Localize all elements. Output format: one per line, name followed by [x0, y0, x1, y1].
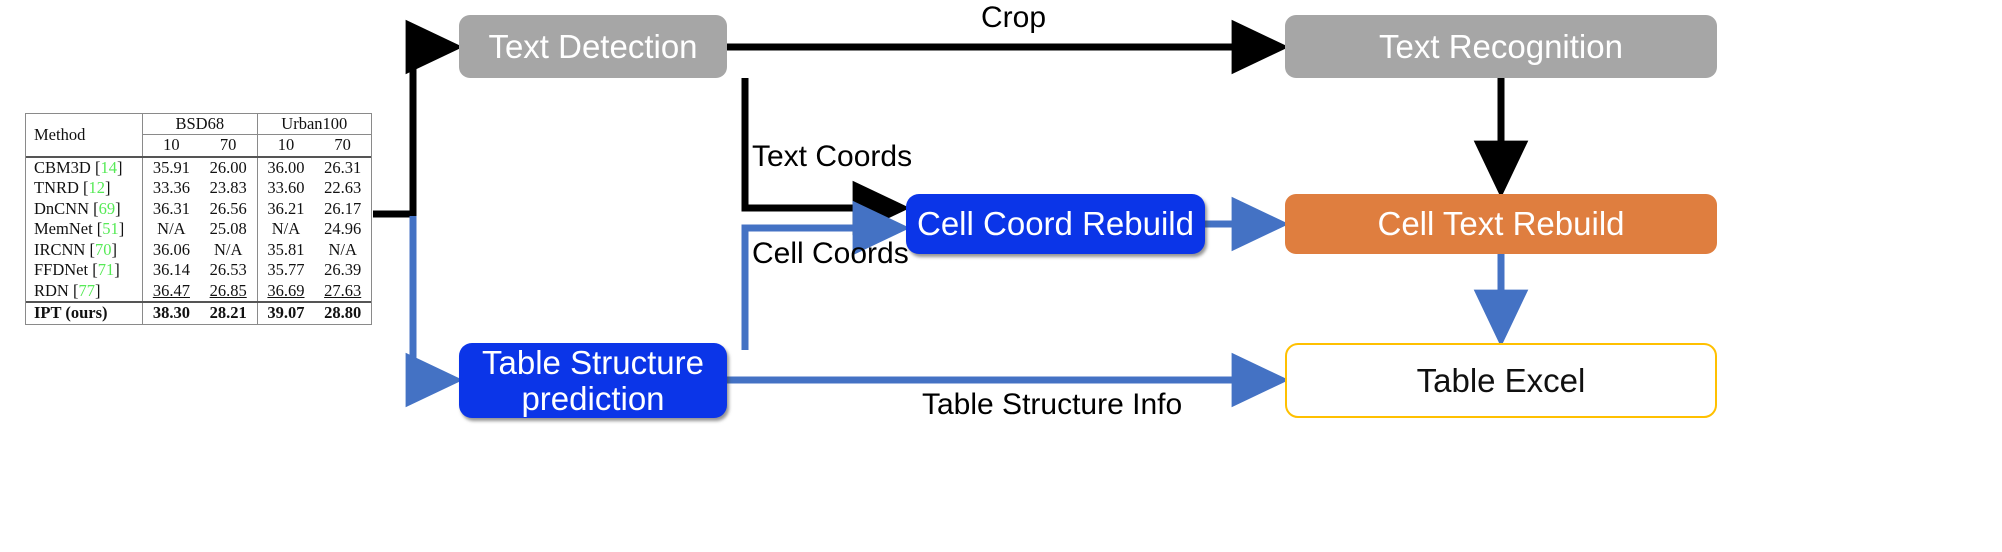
cell-value: 26.56: [199, 198, 258, 220]
cell-value: 22.63: [324, 178, 362, 198]
edge-cell-coords: [741, 200, 911, 350]
cell-method: RDN [77]: [26, 280, 143, 303]
reference-number: 51: [102, 219, 119, 239]
subheader-urban100-70: 70: [314, 134, 371, 158]
cell-value: 27.63: [324, 280, 362, 300]
header-method: Method: [26, 114, 143, 157]
method-name: FFDNet: [34, 260, 89, 280]
cell-value: 36.31: [152, 198, 190, 218]
reference-number: 69: [98, 198, 116, 218]
header-bsd68: BSD68: [142, 114, 258, 136]
method-name: CBM3D: [34, 157, 91, 177]
table-row: FFDNet [71] 36.14 26.53 35.77 26.39: [26, 260, 371, 281]
cell-value: 26.53: [199, 260, 258, 281]
edge-label-crop: Crop: [981, 1, 1047, 34]
table-row: TNRD [12] 33.36 23.83 33.60 22.63: [26, 178, 371, 199]
node-cell-coord-rebuild[interactable]: Cell Coord Rebuild: [906, 194, 1205, 254]
edge-text-coords: [741, 78, 911, 236]
cell-value: N/A: [271, 219, 301, 239]
method-name: TNRD: [34, 178, 79, 198]
cell-value: 36.06: [152, 239, 190, 259]
cell-value: 36.00: [257, 155, 315, 179]
edge-label-text-coords: Text Coords: [752, 140, 913, 173]
cell-value: 35.81: [267, 239, 305, 259]
method-name: DnCNN: [34, 198, 90, 218]
cell-value: 36.47: [152, 280, 190, 300]
method-name: RDN: [34, 280, 69, 300]
node-text-detection-label: Text Detection: [488, 27, 698, 65]
node-cell-text-rebuild[interactable]: Cell Text Rebuild: [1285, 194, 1717, 254]
table-row: IRCNN [70] 36.06 N/A 35.81 N/A: [26, 239, 371, 261]
node-table-excel-label: Table Excel: [1416, 361, 1586, 399]
subheader-bsd68-10: 10: [142, 134, 200, 158]
cell-value: 36.14: [152, 260, 190, 280]
cell-value: 36.21: [267, 198, 305, 218]
table-row: DnCNN [69] 36.31 26.56 36.21 26.17: [26, 198, 371, 220]
table-header-group-row: Method BSD68 Urban100: [26, 114, 371, 157]
cell-value: 33.36: [152, 178, 190, 198]
cell-value: 39.07: [257, 301, 315, 324]
cell-value: 26.85: [199, 280, 258, 303]
node-table-excel[interactable]: Table Excel: [1285, 343, 1717, 418]
reference-number: 77: [78, 280, 95, 300]
node-cell-coord-rebuild-label: Cell Coord Rebuild: [917, 205, 1194, 243]
cell-method: MemNet [51]: [26, 219, 143, 240]
cell-method: IRCNN [70]: [26, 239, 143, 261]
cell-value: 35.77: [267, 260, 305, 280]
cell-value: 25.08: [199, 219, 258, 240]
edge-table-to-structure: [405, 216, 464, 408]
node-table-structure-line1: Table Structure: [482, 343, 704, 381]
cell-method: DnCNN [69]: [26, 198, 143, 220]
source-table: Method BSD68 Urban100 10 70 10 70 CBM3D …: [26, 114, 371, 324]
cell-value: 33.60: [267, 178, 305, 198]
edge-label-table-structure-info: Table Structure Info: [922, 388, 1183, 421]
cell-value: 35.91: [142, 155, 200, 179]
source-table-image: Method BSD68 Urban100 10 70 10 70 CBM3D …: [25, 113, 372, 325]
node-text-recognition[interactable]: Text Recognition: [1285, 15, 1717, 78]
node-cell-text-rebuild-label: Cell Text Rebuild: [1377, 205, 1625, 243]
cell-method: IPT (ours): [26, 301, 143, 324]
cell-method: TNRD [12]: [26, 178, 143, 199]
cell-value: 28.21: [199, 301, 258, 324]
cell-value: 26.17: [324, 198, 362, 218]
table-row: MemNet [51] N/A 25.08 N/A 24.96: [26, 219, 371, 240]
cell-value: N/A: [328, 239, 357, 259]
edge-label-cell-coords: Cell Coords: [752, 237, 909, 270]
cell-value: 38.30: [142, 301, 200, 324]
subheader-bsd68-70: 70: [199, 134, 258, 158]
method-name: IPT (ours): [34, 303, 108, 323]
cell-value: 28.80: [314, 301, 371, 324]
node-table-structure-line2: prediction: [521, 379, 665, 417]
cell-method: FFDNet [71]: [26, 260, 143, 281]
reference-number: 14: [100, 157, 117, 177]
cell-method: CBM3D [14]: [26, 155, 143, 179]
subheader-urban100-10: 10: [257, 134, 315, 158]
cell-value: N/A: [199, 239, 258, 261]
method-name: MemNet: [34, 219, 93, 239]
table-subheader-row: 10 70 10 70: [26, 134, 371, 158]
node-table-structure-prediction[interactable]: Table Structure prediction: [459, 343, 727, 418]
header-urban100: Urban100: [257, 114, 371, 136]
cell-value: 36.69: [267, 280, 305, 300]
reference-number: 70: [94, 239, 112, 259]
cell-value: 26.39: [324, 260, 362, 280]
cell-value: 23.83: [199, 178, 258, 199]
cell-value: 26.00: [199, 155, 258, 179]
cell-value: 24.96: [324, 219, 362, 239]
table-row: RDN [77] 36.47 26.85 36.69 27.63: [26, 280, 371, 303]
edge-table-to-detection: [373, 19, 464, 218]
node-text-detection[interactable]: Text Detection: [459, 15, 727, 78]
reference-number: 12: [88, 178, 106, 198]
cell-value: N/A: [157, 219, 186, 239]
node-text-recognition-label: Text Recognition: [1379, 27, 1623, 65]
reference-number: 71: [97, 260, 115, 280]
node-table-structure-prediction-label: Table Structure prediction: [482, 345, 704, 416]
cell-value: 26.31: [314, 155, 371, 179]
method-name: IRCNN: [34, 239, 86, 259]
